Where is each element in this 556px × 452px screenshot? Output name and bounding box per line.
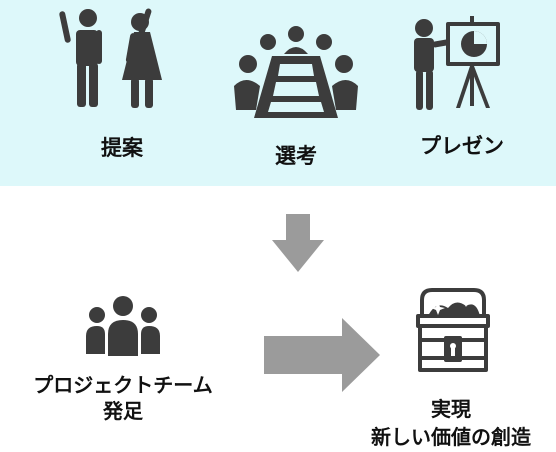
presentation-board-icon	[414, 16, 500, 110]
step-label-proposal: 提案	[101, 136, 143, 160]
result-label-line2: 新しい価値の創造	[371, 425, 531, 449]
right-arrow	[264, 318, 380, 392]
step-label-selection: 選考	[275, 144, 317, 168]
meeting-table-icon	[234, 26, 358, 118]
team-group-icon	[86, 296, 160, 356]
team-label-line1: プロジェクトチーム	[33, 373, 213, 397]
treasure-chest-icon	[416, 288, 490, 372]
result-label-line1: 実現	[431, 397, 471, 421]
step-label-presentation: プレゼン	[420, 134, 504, 158]
team-label-line2: 発足	[103, 399, 143, 423]
raising-hands-people-icon	[59, 8, 162, 108]
down-arrow	[272, 214, 324, 272]
